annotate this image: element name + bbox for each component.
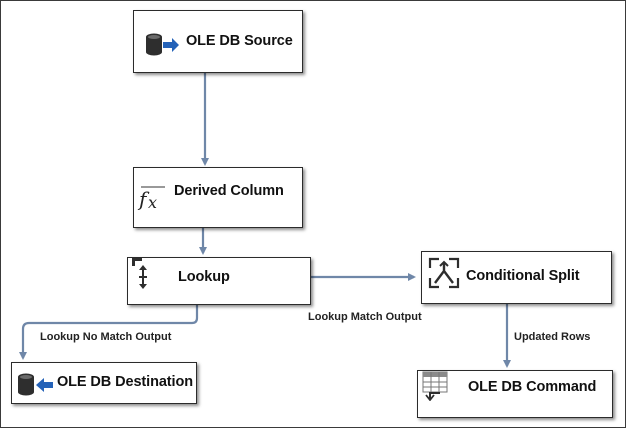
lookup-no-match-output-label: Lookup No Match Output: [40, 331, 172, 343]
ole-db-destination-node[interactable]: OLE DB Destination: [11, 362, 197, 404]
ole-db-destination-label: OLE DB Destination: [57, 374, 193, 390]
ole-db-source-label: OLE DB Source: [186, 33, 293, 49]
ole-db-command-node[interactable]: OLE DB Command: [417, 370, 613, 418]
grid-command-icon: [422, 371, 452, 406]
updated-rows-label: Updated Rows: [514, 331, 591, 343]
connector-lookup-to-destination[interactable]: [19, 305, 199, 360]
database-destination-icon: [17, 372, 55, 401]
conditional-split-label: Conditional Split: [466, 268, 580, 284]
lookup-label: Lookup: [178, 269, 230, 285]
ole-db-command-label: OLE DB Command: [468, 379, 597, 395]
fx-icon: f x: [139, 186, 165, 212]
lookup-match-output-label: Lookup Match Output: [308, 311, 422, 323]
derived-column-node[interactable]: f x Derived Column: [133, 167, 303, 228]
conditional-split-node[interactable]: Conditional Split: [421, 251, 612, 304]
lookup-icon: [132, 258, 156, 295]
database-source-icon: [145, 32, 181, 61]
ole-db-source-node[interactable]: OLE DB Source: [133, 10, 303, 73]
conditional-split-icon: [428, 257, 460, 294]
lookup-node[interactable]: Lookup: [127, 257, 311, 305]
derived-column-label: Derived Column: [174, 183, 284, 199]
